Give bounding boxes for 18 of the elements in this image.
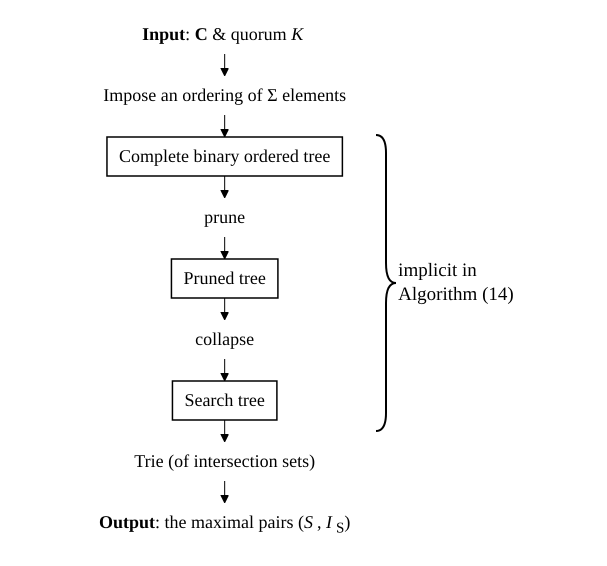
node-box: Complete binary ordered tree (106, 136, 343, 177)
node-box: Search tree (172, 380, 278, 421)
node-text: collapse (195, 328, 254, 349)
node-text: Output: the maximal pairs (S, I$_{S}$) (98, 512, 350, 537)
arrow (220, 480, 229, 504)
node-text: Input: C & quorum K (142, 24, 304, 44)
node-text: Impose an ordering of Σ elements (103, 84, 346, 105)
arrow (220, 175, 229, 198)
arrow (220, 53, 229, 76)
node-text: prune (204, 206, 245, 227)
brace-note: implicit in Algorithm (14) (398, 259, 515, 307)
arrow (220, 236, 229, 260)
arrow (220, 297, 229, 320)
node-box: Pruned tree (170, 258, 278, 299)
node-text: Trie (of intersection sets) (134, 450, 315, 471)
arrow (220, 419, 229, 442)
arrow (220, 114, 229, 138)
arrow (220, 358, 229, 382)
